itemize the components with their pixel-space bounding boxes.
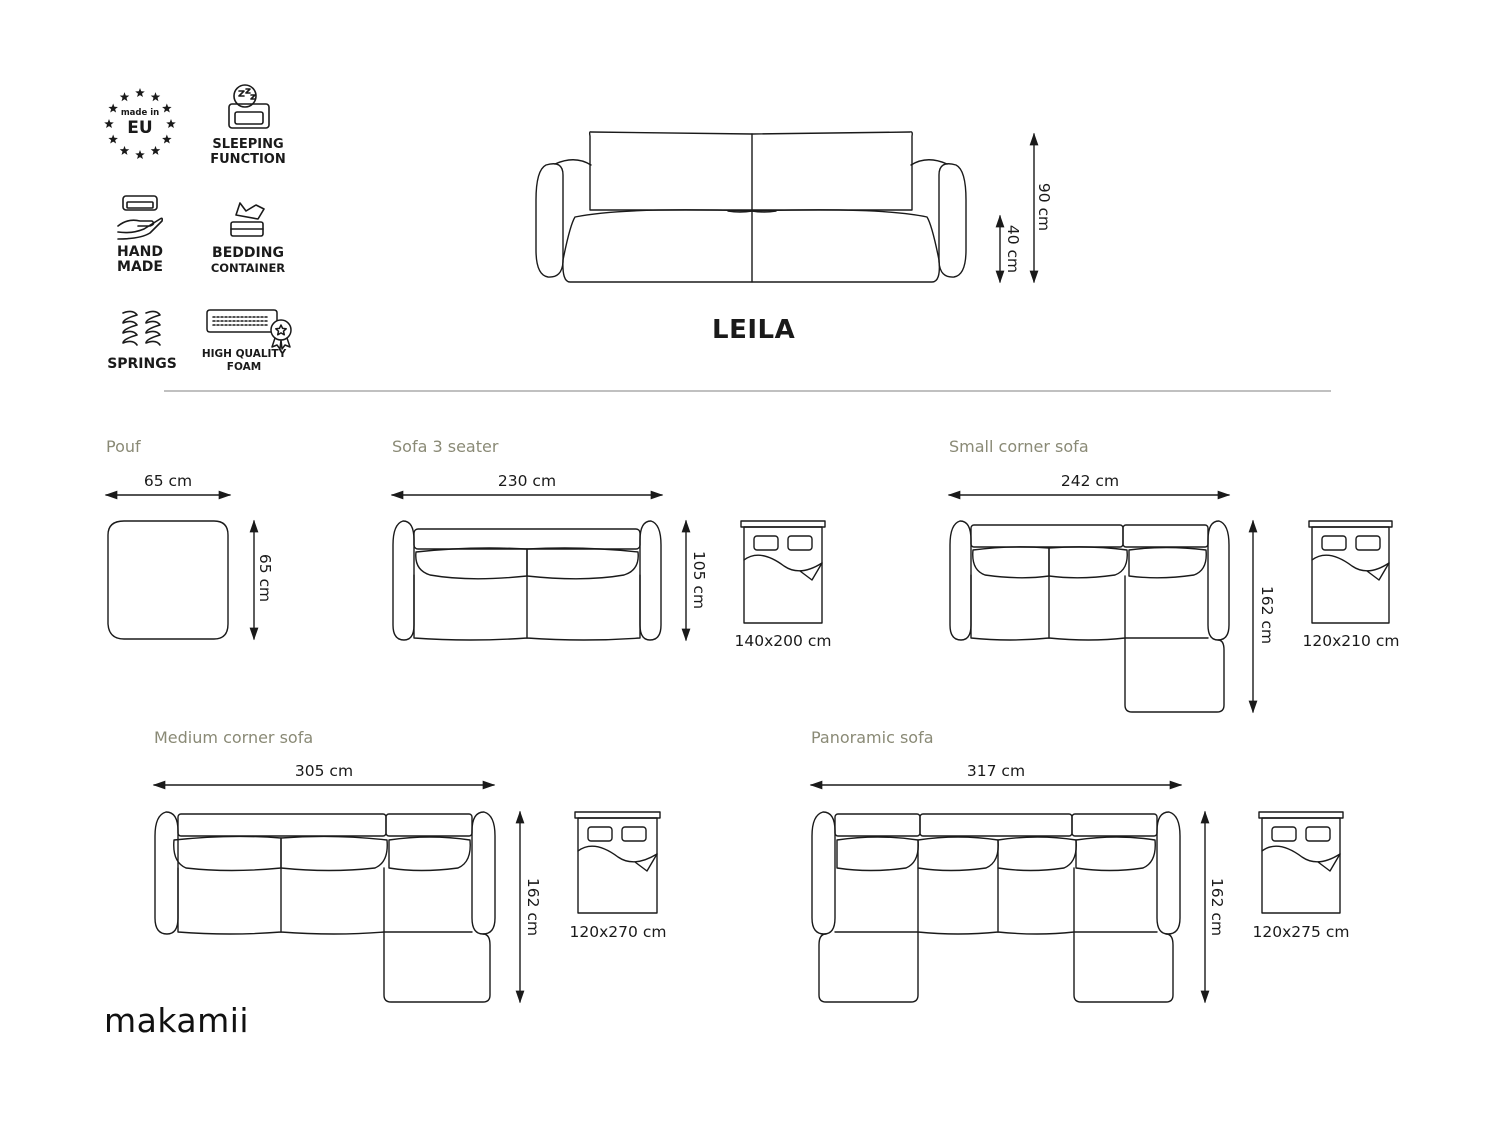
front-height-label: 90 cm <box>1035 182 1053 232</box>
pouf-width-label: 65 cm <box>143 472 193 490</box>
eu-text: EU <box>127 118 153 138</box>
sleeping-function-label: SLEEPING FUNCTION <box>210 137 286 167</box>
panoramic-title: Panoramic sofa <box>811 728 934 747</box>
seat-height-label: 40 cm <box>1004 224 1022 274</box>
eu-star <box>108 103 118 113</box>
eu-star <box>104 119 114 129</box>
panoramic-bed-label: 120x275 cm <box>1252 923 1350 941</box>
panoramic-drawing <box>811 811 1181 1003</box>
foam-icon <box>206 309 292 350</box>
eu-star <box>119 145 130 155</box>
medium-corner-title: Medium corner sofa <box>154 728 314 747</box>
panoramic-bed-icon <box>1258 811 1344 914</box>
springs-icon <box>122 310 161 346</box>
bedding-container-label: BEDDING CONTAINER <box>210 245 286 276</box>
eu-star <box>119 92 130 102</box>
medium-corner-width-label: 305 cm <box>294 762 354 780</box>
made-in-text: made in <box>120 108 160 118</box>
pouf-drawing <box>107 520 229 640</box>
front-view-drawing <box>535 131 967 283</box>
pouf-depth-label: 65 cm <box>256 553 274 603</box>
sofa3-depth-label: 105 cm <box>690 550 708 610</box>
high-quality-foam-label: HIGH QUALITY FOAM <box>201 348 287 373</box>
small-corner-title: Small corner sofa <box>949 437 1089 456</box>
pouf-title: Pouf <box>106 437 141 456</box>
eu-star <box>135 150 145 160</box>
small-corner-depth-label: 162 cm <box>1258 585 1276 645</box>
sofa3-bed-label: 140x200 cm <box>734 632 832 650</box>
sofa3-bed-icon <box>740 520 826 624</box>
eu-star <box>166 119 176 129</box>
medium-corner-bed-icon <box>574 811 661 914</box>
sofa3-drawing <box>392 520 662 641</box>
medium-corner-drawing <box>154 811 496 1003</box>
small-corner-bed-icon <box>1308 520 1393 624</box>
small-corner-bed-label: 120x210 cm <box>1302 632 1400 650</box>
panoramic-depth-label: 162 cm <box>1208 877 1226 937</box>
made-in-eu-badge: made in EU <box>104 88 176 160</box>
front-height-dimension <box>995 132 1039 284</box>
small-corner-width-label: 242 cm <box>1060 472 1120 490</box>
eu-stars-icon <box>104 88 176 160</box>
sofa3-title: Sofa 3 seater <box>392 437 499 456</box>
eu-star <box>150 92 161 102</box>
sleeping-icon <box>228 84 270 129</box>
eu-star <box>162 134 172 144</box>
brand-logo: makamii <box>104 1001 250 1040</box>
eu-star <box>135 88 145 98</box>
product-name: LEILA <box>712 315 796 345</box>
small-corner-drawing <box>949 520 1230 713</box>
sofa3-width-label: 230 cm <box>497 472 557 490</box>
medium-corner-bed-label: 120x270 cm <box>569 923 667 941</box>
springs-label: SPRINGS <box>107 356 177 372</box>
medium-corner-depth-label: 162 cm <box>524 877 542 937</box>
panoramic-width-label: 317 cm <box>966 762 1026 780</box>
hand-sofa-icon <box>117 195 164 240</box>
eu-star <box>162 103 172 113</box>
eu-star <box>108 134 118 144</box>
bedding-icon <box>230 202 265 237</box>
eu-star <box>150 145 161 155</box>
hand-made-label: HAND MADE <box>117 244 163 275</box>
